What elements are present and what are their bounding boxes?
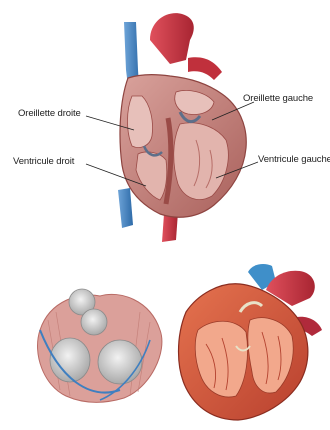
aorta-icon [150, 13, 194, 64]
valve-tricuspid-icon [98, 340, 142, 384]
valve-pulmonary-icon [81, 309, 107, 335]
label-left-ventricle: Ventricule gauche [258, 154, 330, 165]
label-right-ventricle: Ventricule droit [13, 156, 74, 167]
heart-valves-top-view-illustration [38, 289, 162, 402]
inferior-vena-cava-icon [118, 188, 133, 228]
label-left-atrium: Oreillette gauche [243, 93, 313, 104]
heart-cross-section-illustration [118, 13, 246, 242]
label-right-atrium: Oreillette droite [18, 108, 81, 119]
heart-cutaway-illustration [179, 264, 323, 420]
